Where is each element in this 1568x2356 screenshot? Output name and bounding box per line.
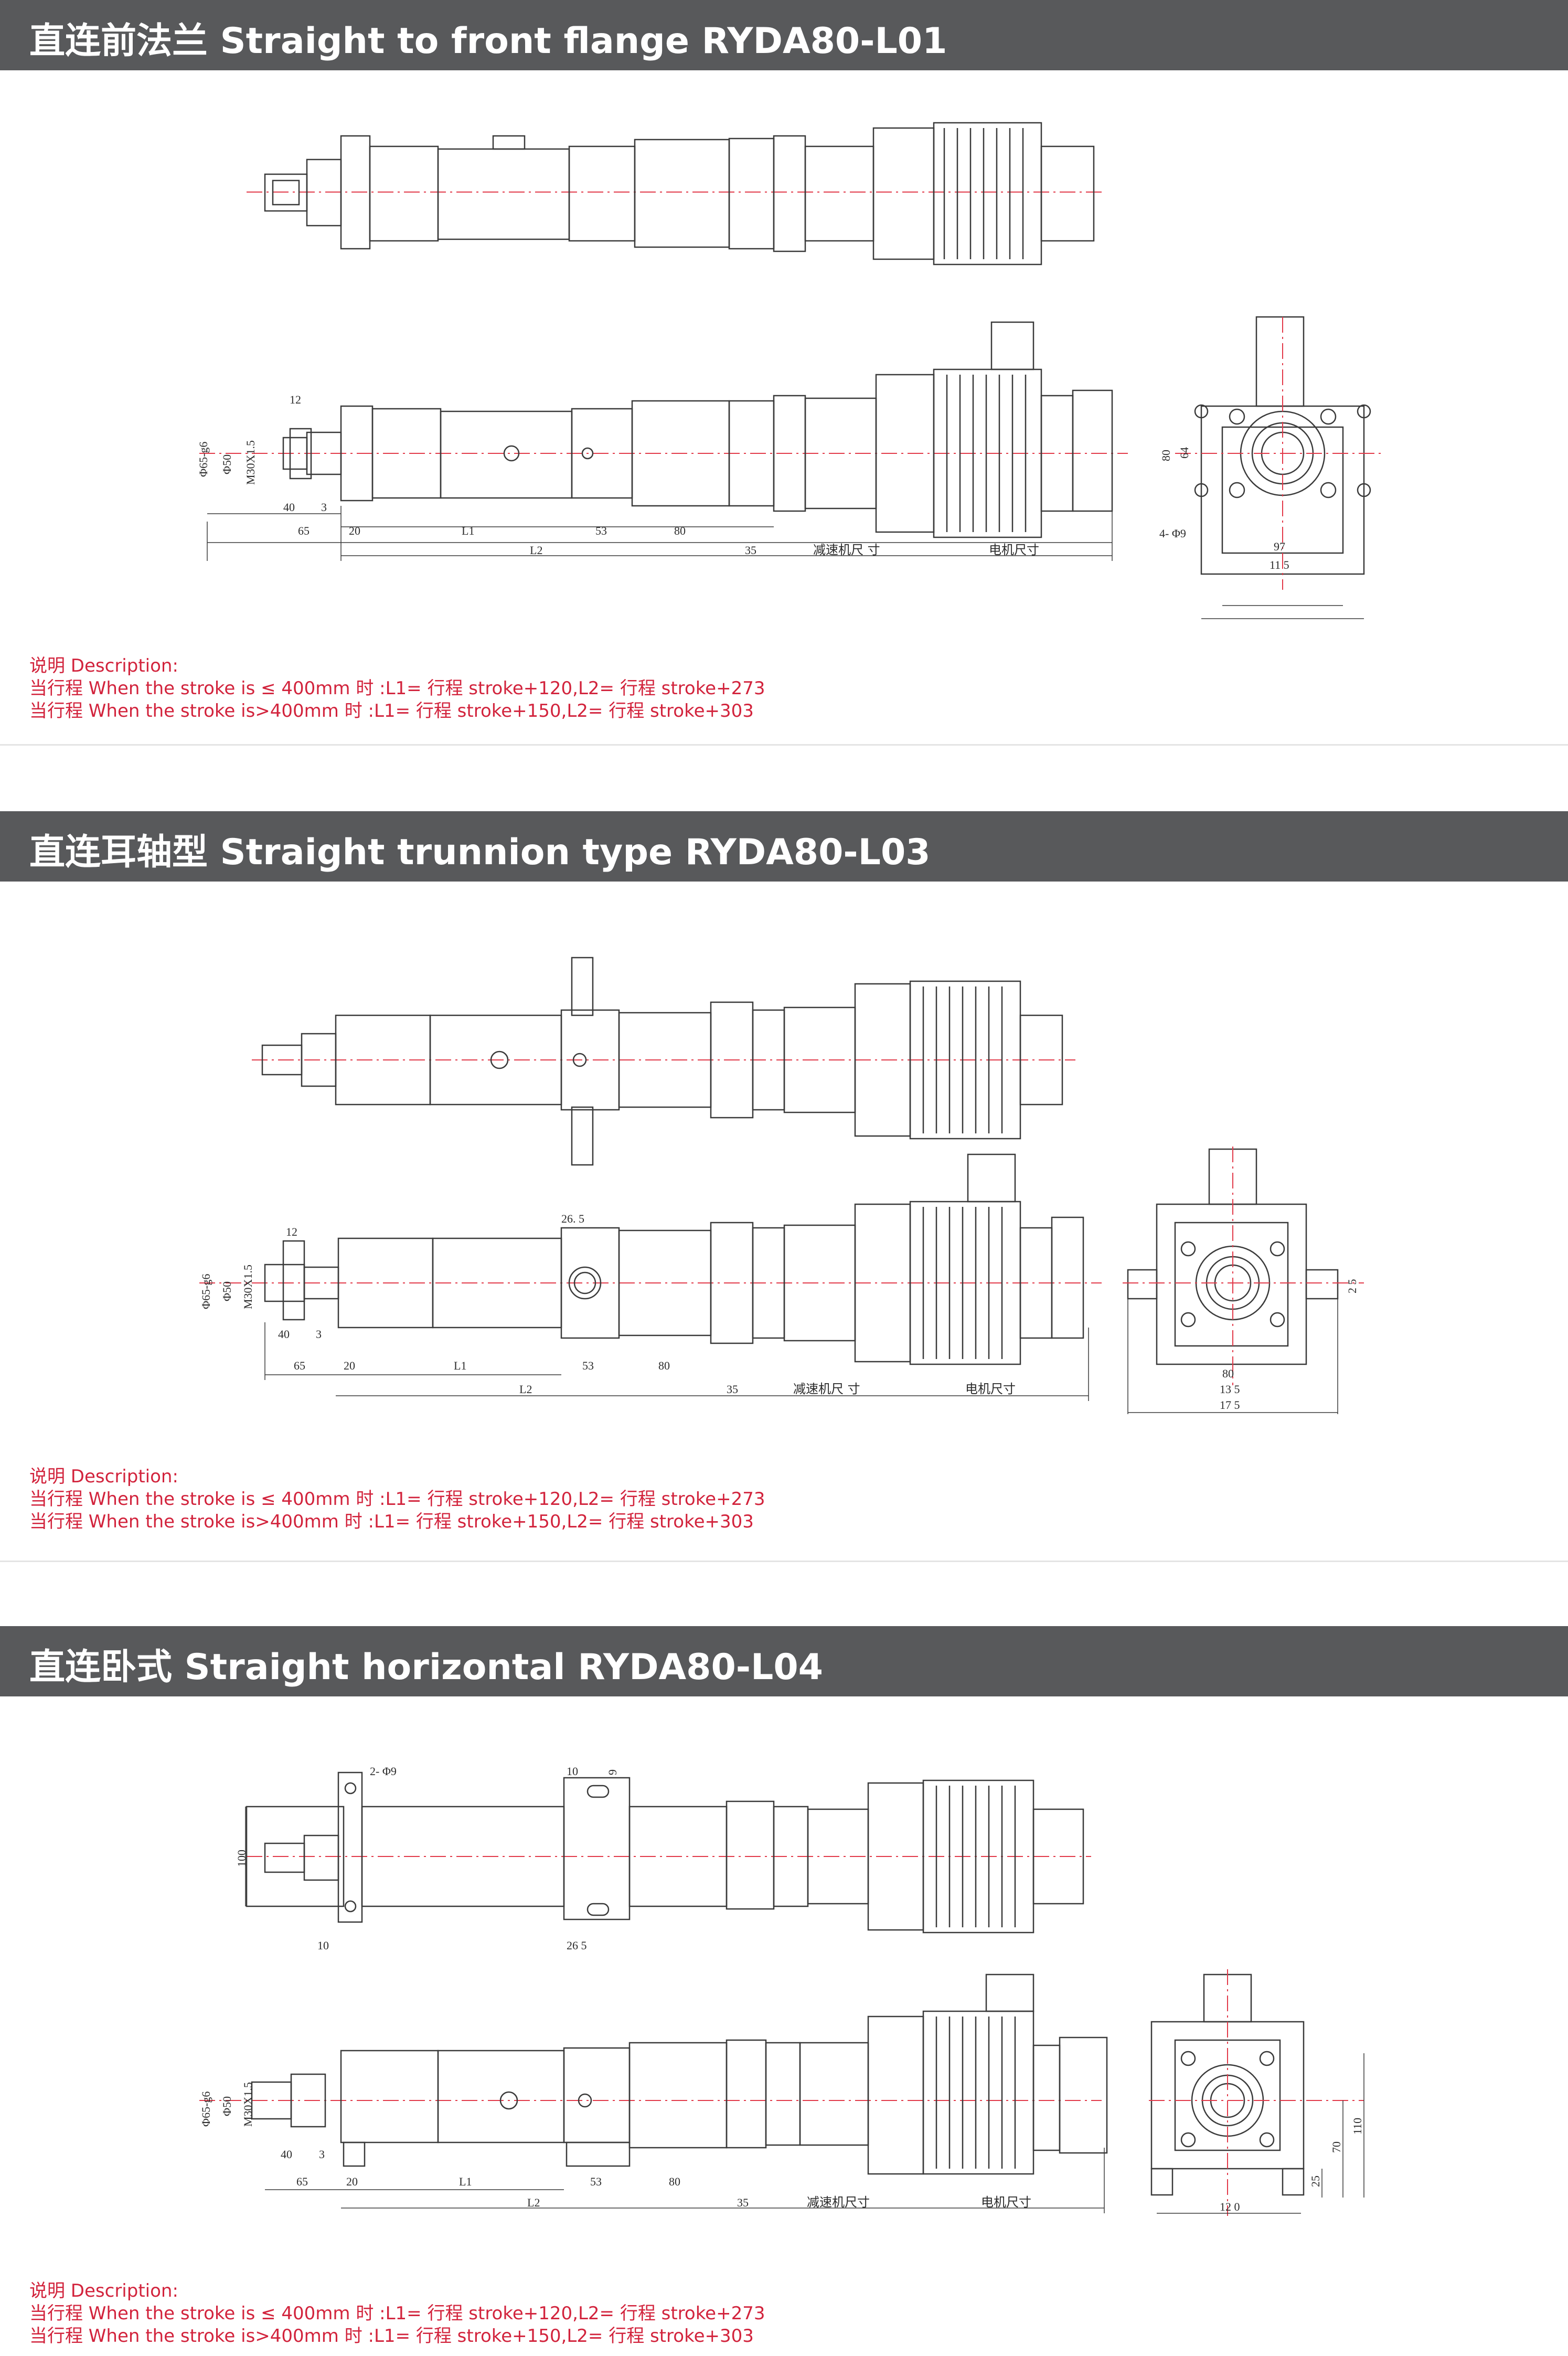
dim-d50: Φ50 xyxy=(220,1281,233,1301)
description-heading: 说明 Description: xyxy=(29,2280,178,2301)
dim-m30: M30X1.5 xyxy=(241,2082,254,2127)
section-title: 直连卧式 Straight horizontal RYDA80-L04 xyxy=(29,1647,823,1688)
dim-65: 65 xyxy=(294,1359,305,1372)
description-line-2: 当行程 When the stroke is>400mm 时 :L1= 行程 s… xyxy=(29,1511,754,1532)
dim-12: 12 xyxy=(286,1225,297,1238)
description: 说明 Description: 当行程 When the stroke is ≤… xyxy=(29,2280,1236,2348)
dim-80-end: 80 xyxy=(1159,450,1172,461)
dim-holes: 2- Φ9 xyxy=(370,1765,397,1778)
dim-10-top: 10 xyxy=(567,1765,578,1778)
side-view xyxy=(199,321,1128,561)
dim-d65: Φ65-g6 xyxy=(197,442,210,477)
dim-reducer: 减速机尺 寸 xyxy=(813,543,880,557)
section-header-bar: 直连耳轴型 Straight trunnion type RYDA80-L03 xyxy=(0,811,1568,882)
dim-53: 53 xyxy=(595,524,607,537)
section-title: 直连前法兰 Straight to front flange RYDA80-L0… xyxy=(29,20,947,62)
dim-l2: L2 xyxy=(530,544,542,557)
description-heading: 说明 Description: xyxy=(29,655,178,676)
dim-2-5: 2 5 xyxy=(1346,1279,1359,1294)
dim-20: 20 xyxy=(349,524,360,537)
dim-65: 65 xyxy=(298,524,310,537)
dim-l2: L2 xyxy=(527,2196,540,2209)
section-divider xyxy=(0,744,1568,746)
dim-d65: Φ65-g6 xyxy=(199,2092,212,2127)
section-header-bar: 直连卧式 Straight horizontal RYDA80-L04 xyxy=(0,1626,1568,1696)
side-view xyxy=(199,1973,1108,2213)
section-title: 直连耳轴型 Straight trunnion type RYDA80-L03 xyxy=(29,832,931,873)
top-view xyxy=(245,1771,1091,1934)
dim-80: 80 xyxy=(658,1359,670,1372)
end-view xyxy=(1149,1969,1364,2216)
dim-35: 35 xyxy=(737,2196,749,2209)
section-header-bar: 直连前法兰 Straight to front flange RYDA80-L0… xyxy=(0,0,1568,70)
dim-3: 3 xyxy=(319,2148,325,2161)
dim-97: 97 xyxy=(1274,540,1285,553)
dim-20: 20 xyxy=(346,2175,358,2188)
dim-135: 13 5 xyxy=(1220,1383,1240,1396)
dim-80: 80 xyxy=(674,524,686,537)
dim-m30: M30X1.5 xyxy=(244,440,257,485)
top-view xyxy=(247,122,1102,266)
dim-40: 40 xyxy=(281,2148,292,2161)
dim-3: 3 xyxy=(321,501,327,514)
description-line-2: 当行程 When the stroke is>400mm 时 :L1= 行程 s… xyxy=(29,701,754,721)
technical-drawing: Φ65-g6 Φ50 M30X1.5 12 40 3 65 20 L1 53 8… xyxy=(197,122,1385,619)
dim-reducer: 减速机尺寸 xyxy=(807,2195,870,2210)
dim-motor: 电机尺寸 xyxy=(989,543,1039,557)
dim-26-5: 26. 5 xyxy=(561,1212,584,1225)
technical-drawing: 2- Φ9 10 9 100 10 26 5 xyxy=(199,1765,1364,2216)
dim-70: 70 xyxy=(1330,2141,1343,2153)
end-view xyxy=(1123,1147,1364,1414)
dim-40: 40 xyxy=(278,1328,290,1341)
dim-35: 35 xyxy=(727,1383,738,1396)
description-line-1: 当行程 When the stroke is ≤ 400mm 时 :L1= 行程… xyxy=(29,678,765,699)
dim-l1: L1 xyxy=(462,524,474,537)
dim-m30: M30X1.5 xyxy=(241,1265,254,1309)
dim-12: 12 xyxy=(290,393,301,406)
dim-9: 9 xyxy=(606,1769,619,1775)
dim-110: 110 xyxy=(1351,2118,1364,2135)
dim-l2: L2 xyxy=(519,1383,532,1396)
dim-80: 80 xyxy=(669,2175,680,2188)
dim-80-end: 80 xyxy=(1222,1367,1234,1380)
dim-115: 11 5 xyxy=(1270,558,1289,571)
dim-reducer: 减速机尺 寸 xyxy=(793,1382,860,1396)
dim-d50: Φ50 xyxy=(220,454,233,474)
section-divider xyxy=(0,1561,1568,1562)
side-view xyxy=(199,1153,1102,1401)
dim-motor: 电机尺寸 xyxy=(981,2195,1031,2210)
dim-d50: Φ50 xyxy=(220,2096,233,2116)
dim-3: 3 xyxy=(316,1328,322,1341)
dim-holes: 4- Φ9 xyxy=(1159,527,1186,540)
dim-25: 25 xyxy=(1309,2175,1322,2187)
description: 说明 Description: 当行程 When the stroke is ≤… xyxy=(29,655,1236,723)
dim-120: 12 0 xyxy=(1220,2200,1240,2213)
dim-26-5: 26 5 xyxy=(567,1939,587,1952)
description: 说明 Description: 当行程 When the stroke is ≤… xyxy=(29,1466,1236,1533)
dim-65: 65 xyxy=(296,2175,308,2188)
dim-motor: 电机尺寸 xyxy=(965,1382,1016,1396)
end-view xyxy=(1175,316,1385,619)
dim-d65: Φ65-g6 xyxy=(199,1274,212,1309)
dim-64-end: 64 xyxy=(1178,447,1191,459)
dim-35: 35 xyxy=(745,544,756,557)
description-line-1: 当行程 When the stroke is ≤ 400mm 时 :L1= 行程… xyxy=(29,2303,765,2324)
technical-drawing: Φ65-g6 Φ50 M30X1.5 12 26. 5 40 3 65 20 L… xyxy=(199,957,1364,1414)
dim-53: 53 xyxy=(590,2175,602,2188)
dim-10-bottom: 10 xyxy=(317,1939,329,1952)
dim-l1: L1 xyxy=(454,1359,466,1372)
dim-l1: L1 xyxy=(459,2175,472,2188)
dim-20: 20 xyxy=(344,1359,355,1372)
dim-175: 17 5 xyxy=(1220,1398,1240,1412)
top-view xyxy=(252,957,1075,1166)
dim-53: 53 xyxy=(582,1359,594,1372)
description-line-1: 当行程 When the stroke is ≤ 400mm 时 :L1= 行程… xyxy=(29,1489,765,1510)
description-line-2: 当行程 When the stroke is>400mm 时 :L1= 行程 s… xyxy=(29,2326,754,2347)
dim-40: 40 xyxy=(283,501,295,514)
description-heading: 说明 Description: xyxy=(29,1466,178,1487)
dim-100: 100 xyxy=(235,1850,248,1867)
